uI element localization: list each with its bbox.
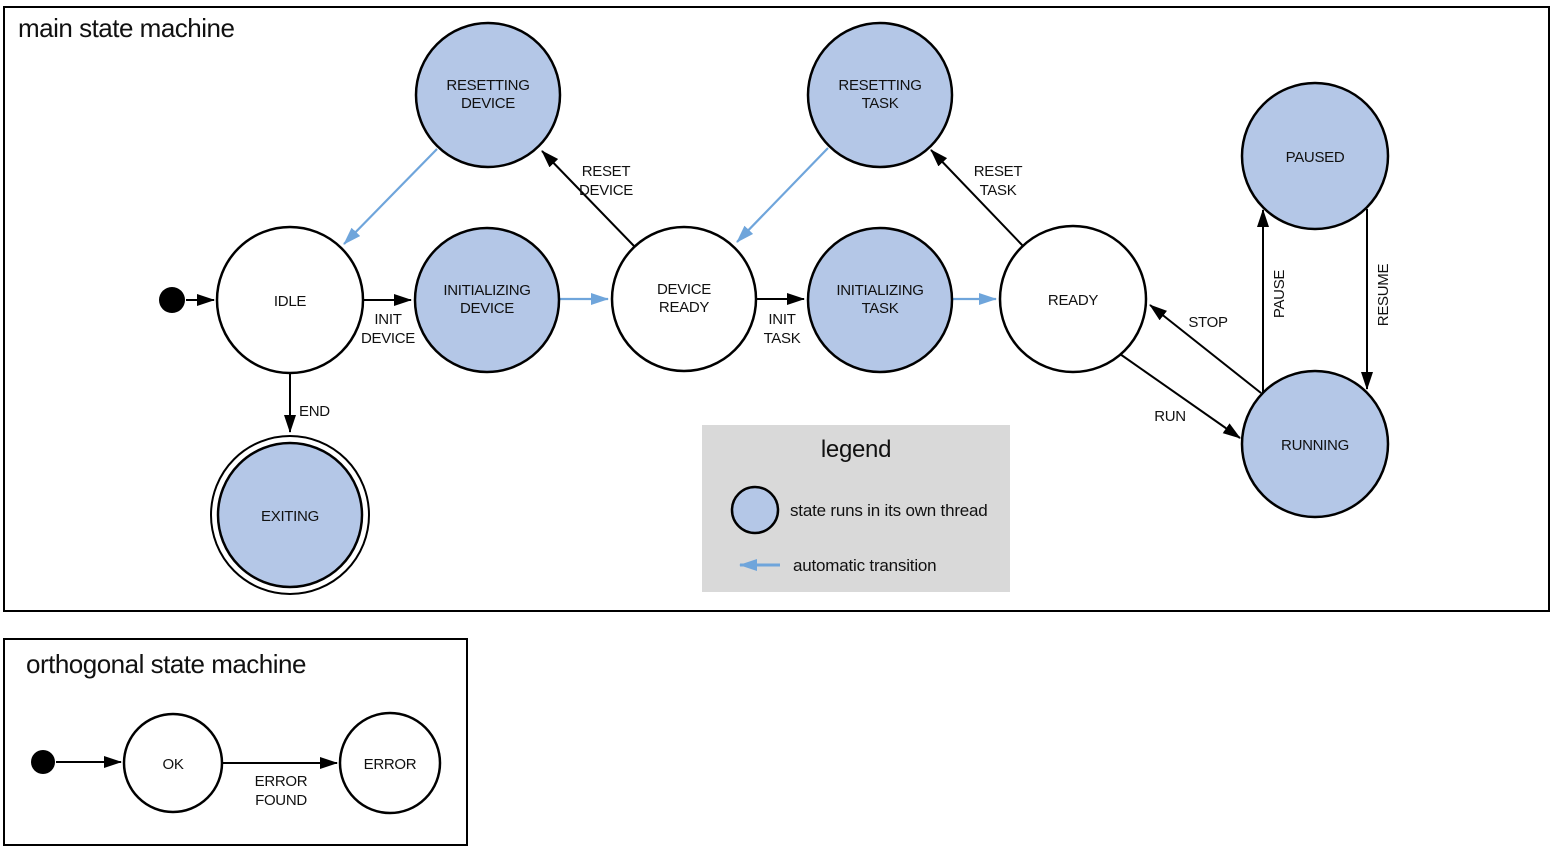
state-resetting-task	[806, 21, 954, 169]
state-exiting-label: EXITING	[261, 508, 319, 525]
transition-label-pause: PAUSE	[1271, 270, 1288, 319]
legend-auto-label: automatic transition	[793, 556, 936, 575]
state-paused	[1240, 81, 1390, 231]
state-resetting-task-label: RESETTING	[838, 77, 921, 94]
orthogonal-state-machine-title: orthogonal state machine	[26, 649, 306, 679]
state-ready-label: READY	[1048, 292, 1098, 309]
auto-transition-resetting-task-to-device-ready	[736, 147, 829, 243]
orthogonal-state-machine-frame	[3, 638, 468, 846]
transition-reset-device	[541, 150, 635, 247]
state-initializing-device-label2: DEVICE	[460, 300, 514, 317]
legend-threaded-state-icon	[730, 485, 780, 535]
state-idle-label: IDLE	[274, 293, 306, 310]
label-task: TASK	[764, 330, 801, 347]
state-resetting-task-label2: TASK	[862, 95, 899, 112]
label-init: INIT	[374, 311, 401, 328]
label-task: TASK	[980, 182, 1017, 199]
state-device-ready-label2: READY	[659, 299, 709, 316]
state-resetting-device	[414, 21, 562, 169]
state-initializing-task-label2: TASK	[862, 300, 899, 317]
state-error	[338, 711, 442, 815]
label-reset: RESET	[974, 163, 1023, 180]
state-running-label: RUNNING	[1281, 437, 1349, 454]
state-resetting-device-label: RESETTING	[446, 77, 529, 94]
transition-run	[1119, 353, 1241, 439]
transition-label-reset-device: RESET DEVICE	[579, 163, 634, 199]
transition-reset-task	[930, 149, 1024, 247]
transition-label-error-found: ERROR FOUND	[255, 773, 308, 809]
label-device: DEVICE	[579, 182, 633, 199]
state-resetting-device-label2: DEVICE	[461, 95, 515, 112]
transition-stop	[1149, 304, 1262, 394]
label-found: FOUND	[255, 792, 307, 809]
main-state-machine-title: main state machine	[18, 13, 234, 43]
state-initializing-device	[413, 226, 561, 374]
state-initializing-task-label: INITIALIZING	[836, 282, 923, 299]
legend-thread-label: state runs in its own thread	[790, 501, 988, 520]
state-exiting	[216, 441, 364, 589]
auto-transition-resetting-device-to-idle	[343, 148, 438, 245]
state-ready	[998, 224, 1148, 374]
transition-label-run: RUN	[1154, 408, 1186, 425]
state-initializing-task	[806, 226, 954, 374]
state-running	[1240, 369, 1390, 519]
transition-label-stop: STOP	[1188, 314, 1228, 331]
legend-title: legend	[821, 436, 891, 463]
state-initializing-device-label: INITIALIZING	[443, 282, 530, 299]
legend: legend state runs in its own thread auto…	[702, 425, 1010, 592]
state-ok-label: OK	[162, 756, 183, 773]
state-device-ready-label: DEVICE	[657, 281, 711, 298]
state-device-ready	[610, 225, 758, 373]
state-idle	[215, 225, 365, 375]
label-reset: RESET	[582, 163, 631, 180]
orthogonal-initial-state-dot	[31, 750, 55, 774]
transition-label-init-device: INIT DEVICE	[361, 311, 416, 347]
label-error: ERROR	[255, 773, 308, 790]
label-device: DEVICE	[361, 330, 415, 347]
state-error-label: ERROR	[364, 756, 417, 773]
initial-state-dot	[159, 287, 185, 313]
transition-label-end: END	[299, 403, 330, 420]
transition-label-reset-task: RESET TASK	[974, 163, 1023, 199]
transition-label-init-task: INIT TASK	[764, 311, 801, 347]
label-init: INIT	[768, 311, 795, 328]
transition-label-resume: RESUME	[1375, 264, 1392, 327]
main-state-machine-frame	[3, 6, 1550, 612]
state-paused-label: PAUSED	[1286, 149, 1345, 166]
